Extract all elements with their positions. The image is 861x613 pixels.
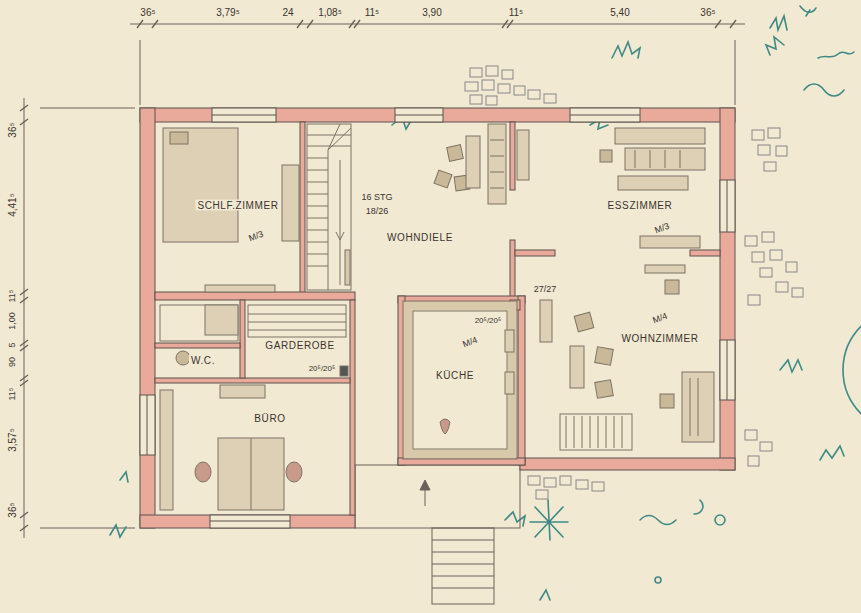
room-label: GARDEROBE [263, 340, 336, 351]
dimension-label: 5 [7, 342, 17, 347]
annotation: 16 STG [361, 192, 392, 202]
dimension-label: 36⁵ [7, 502, 18, 517]
dimension-lines [20, 20, 745, 538]
room-label: W.C. [189, 355, 217, 366]
walls [140, 108, 735, 528]
annotation: M/3 [247, 229, 265, 244]
annotation: 20⁵/20⁵ [475, 316, 502, 325]
stairs [307, 124, 351, 290]
dimension-label: 90 [7, 357, 17, 367]
dimension-label: 11⁵ [509, 7, 524, 18]
tree [843, 308, 861, 432]
windows [140, 108, 735, 528]
annotation: 20⁵/20⁵ [309, 364, 336, 373]
room-label: BÜRO [252, 413, 287, 424]
dimension-label: 36⁵ [140, 7, 155, 18]
room: ESSZIMMER [515, 122, 720, 250]
room: W.C. [160, 348, 240, 378]
room-label: SCHLF.ZIMMER [195, 200, 280, 211]
furniture [160, 124, 714, 510]
porch [355, 465, 520, 604]
room: SCHLF.ZIMMER [155, 122, 300, 292]
annotation: M/4 [461, 335, 479, 350]
dimension-label: 11⁵ [7, 387, 17, 400]
annotation: 27/27 [534, 284, 557, 294]
dimension-label: 11⁵ [7, 289, 17, 302]
dimension-label: 36⁵ [700, 7, 715, 18]
room-label: ESSZIMMER [606, 200, 675, 211]
dimension-label: 36⁵ [7, 122, 18, 137]
dimension-label: 3,79⁵ [216, 7, 240, 18]
room-label: WOHNZIMMER [619, 333, 700, 344]
dimension-label: 1,00 [7, 312, 17, 330]
annotation: 18/26 [366, 206, 389, 216]
dimension-label: 3,90 [422, 7, 441, 18]
dimension-label: 11⁵ [365, 7, 380, 18]
dimension-label: 1,08⁵ [318, 7, 342, 18]
room: KÜCHE [405, 303, 520, 463]
dimension-label: 5,40 [610, 7, 629, 18]
dimension-label: 4,41⁵ [7, 193, 18, 217]
planting [110, 6, 854, 600]
room: BÜRO [155, 383, 350, 515]
room-label: WOHNDIELE [385, 232, 455, 243]
dimension-label: 3,57⁵ [7, 428, 18, 452]
room-label: KÜCHE [434, 370, 476, 381]
annotation: M/4 [651, 311, 669, 326]
dimension-label: 24 [282, 7, 293, 18]
annotation: M/3 [653, 221, 671, 236]
